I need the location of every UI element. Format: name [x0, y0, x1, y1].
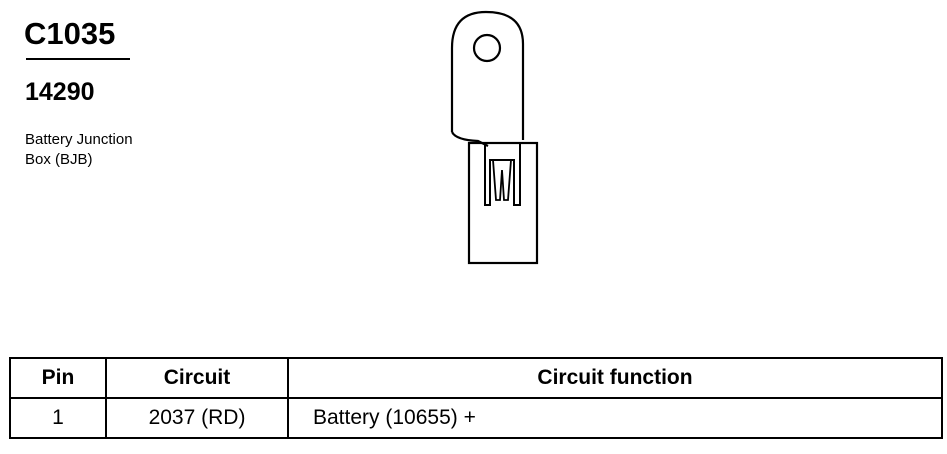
- connector-id-underline: [26, 58, 130, 60]
- pin-table: Pin Circuit Circuit function 1 2037 (RD)…: [9, 357, 943, 439]
- terminal-slot-outer: [484, 143, 521, 206]
- cell-pin: 1: [9, 397, 107, 439]
- table-row: 1 2037 (RD) Battery (10655) +: [9, 397, 943, 439]
- cell-circuit-function: Battery (10655) +: [287, 397, 943, 439]
- description-line: Box (BJB): [25, 151, 93, 168]
- ring-terminal-neck: [451, 131, 489, 147]
- header-pin: Pin: [9, 357, 107, 399]
- table-header-row: Pin Circuit Circuit function: [9, 357, 943, 399]
- description-line: Battery Junction: [25, 131, 133, 148]
- connector-id: C1035: [24, 16, 116, 51]
- ring-hole: [472, 33, 502, 63]
- terminal-blade: [492, 159, 512, 201]
- header-circuit-function: Circuit function: [287, 357, 943, 399]
- header-circuit: Circuit: [105, 357, 289, 399]
- connector-description: Battery Junction Box (BJB): [25, 130, 133, 170]
- connector-body: [467, 141, 539, 265]
- cell-circuit: 2037 (RD): [105, 397, 289, 439]
- ring-terminal-outline: [450, 10, 525, 140]
- connector-drawing: [450, 10, 539, 265]
- part-number: 14290: [25, 78, 95, 106]
